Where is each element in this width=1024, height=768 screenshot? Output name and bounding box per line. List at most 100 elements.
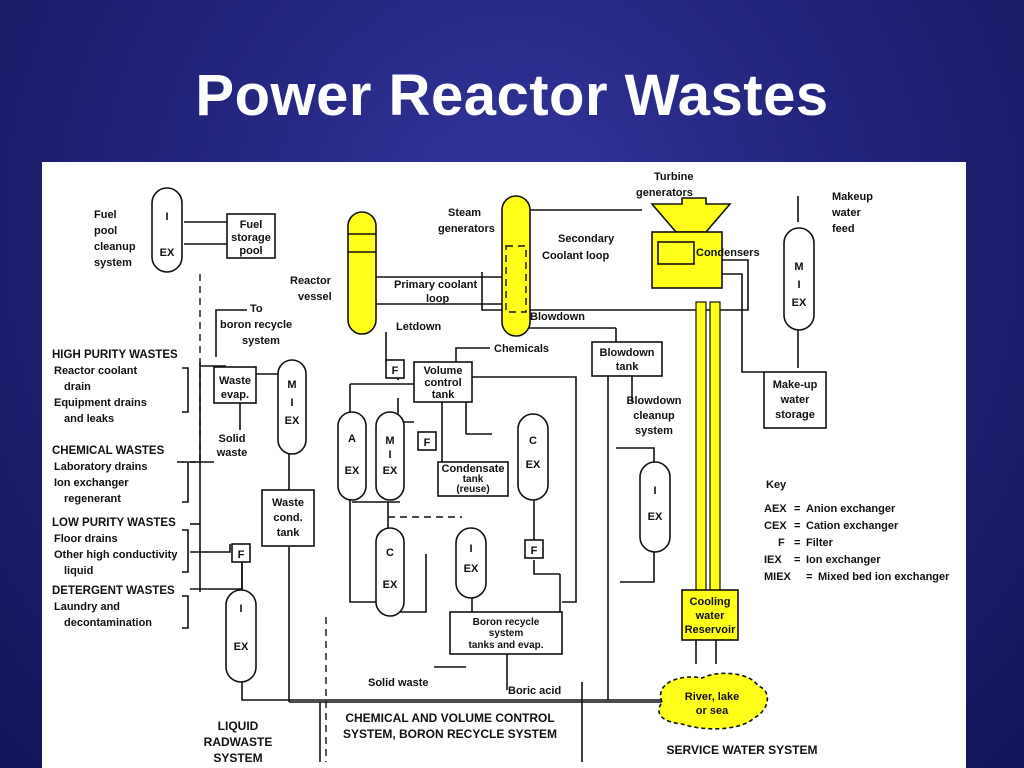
- turbine-generator: [650, 197, 732, 289]
- label-primary-loop-0: Primary coolant: [394, 279, 477, 291]
- label-waste-1-0: Laboratory drains: [54, 461, 148, 473]
- waste-cond-tank-box: [261, 489, 315, 547]
- label-boron-recycle-2: tanks and evap.: [468, 640, 543, 651]
- section-radwaste-1: RADWASTE: [204, 735, 273, 749]
- label-makeup-miex-1: I: [797, 279, 800, 291]
- label-condensate-1: tank: [463, 474, 484, 485]
- pipe-chemicals: [455, 347, 490, 367]
- label-turbine-0: Turbine: [654, 171, 694, 183]
- label-fuel-storage-2: pool: [239, 245, 262, 257]
- label-waste-1-1: Ion exchanger: [54, 477, 129, 489]
- labels-waste-sources: HIGH PURITY WASTES Reactor coolant drain…: [52, 349, 178, 629]
- cooling-pipe-left: [695, 301, 707, 593]
- label-vct-1: control: [424, 377, 461, 389]
- label-makeup-feed-1: water: [831, 207, 861, 219]
- blowdown-iex: [639, 461, 671, 553]
- label-chemicals: Chemicals: [494, 343, 549, 355]
- waste-flow-diagram: Fuel pool cleanup system I EX Fuel stora…: [52, 171, 950, 765]
- cvcs-aex: [337, 411, 367, 501]
- label-blowdown-iex-1: EX: [648, 511, 663, 523]
- label-condensers: Condensers: [696, 247, 760, 259]
- cvcs-cex-lower: [375, 527, 405, 617]
- steam-generator-body: [501, 195, 531, 337]
- cvcs-cex-right: [517, 413, 549, 501]
- label-to-boron-0: To: [250, 303, 263, 315]
- condenser-box: [657, 241, 695, 265]
- pipe-det-filter: [190, 562, 243, 590]
- label-boron-recycle-1: system: [489, 628, 524, 639]
- label-makeup-storage-1: water: [780, 394, 810, 406]
- diagram-panel: Fuel pool cleanup system I EX Fuel stora…: [42, 162, 966, 768]
- pipe-to-boron: [215, 309, 247, 357]
- key-meaning-2: Filter: [806, 537, 834, 549]
- pipe-blowdown-cleanup: [616, 374, 655, 462]
- label-waste-header-0: HIGH PURITY WASTES: [52, 349, 178, 361]
- label-steam-gen-0: Steam: [448, 207, 481, 219]
- label-steam-gen-1: generators: [438, 223, 495, 235]
- pipe-bottom-main: [241, 682, 662, 701]
- label-makeup-storage-0: Make-up: [773, 379, 818, 391]
- section-titles: LIQUID RADWASTE SYSTEM CHEMICAL AND VOLU…: [204, 711, 818, 765]
- pipe-letdown: [385, 332, 398, 363]
- fuel-pool-iex: [151, 187, 183, 273]
- label-fuel-storage-0: Fuel: [240, 219, 263, 231]
- cooling-water-pipes: [695, 301, 721, 593]
- label-filter-cvcs: F: [424, 437, 431, 449]
- labels-blowdown: Blowdown tank Blowdown cleanup system I …: [600, 347, 682, 523]
- label-cex-lower-1: EX: [383, 579, 398, 591]
- labels-cvcs: Chemicals F Volume control tank A EX M I…: [345, 343, 562, 697]
- radwaste-iex: [225, 589, 257, 683]
- label-reactor-vessel-1: vessel: [298, 291, 332, 303]
- key-abbr-2: F: [778, 537, 785, 549]
- label-cvcs-iex-0: I: [469, 543, 472, 555]
- label-blowdown-cleanup-1: cleanup: [633, 410, 675, 422]
- label-waste-0-1: drain: [64, 381, 91, 393]
- key-eq-0: =: [794, 503, 800, 515]
- label-to-boron-1: boron recycle: [220, 319, 292, 331]
- turbine-body: [650, 197, 732, 233]
- label-solid-waste-left-1: waste: [216, 447, 248, 459]
- labels-service-water: Cooling water Reservoir River, lake or s…: [685, 596, 740, 717]
- key-eq-4: =: [806, 571, 812, 583]
- exchanger-vessels: [151, 187, 815, 683]
- label-waste-2-1: Other high conductivity: [54, 549, 178, 561]
- label-fuel-iex-1: EX: [160, 247, 175, 259]
- label-waste-2-2: liquid: [64, 565, 93, 577]
- makeup-storage-box: [763, 371, 827, 429]
- label-aex-0: A: [348, 433, 356, 445]
- label-reservoir-1: water: [695, 610, 725, 622]
- label-waste-header-3: DETERGENT WASTES: [52, 585, 175, 597]
- label-filter-letdown: F: [392, 365, 399, 377]
- label-waste-cond-1: cond.: [273, 512, 302, 524]
- label-turbine-1: generators: [636, 187, 693, 199]
- slide-title: Power Reactor Wastes: [195, 63, 829, 128]
- label-reservoir-2: Reservoir: [685, 624, 736, 636]
- waste-braces: [182, 367, 189, 629]
- label-vct-0: Volume: [424, 365, 463, 377]
- key-meaning-3: Ion exchanger: [806, 554, 881, 566]
- key-eq-2: =: [794, 537, 800, 549]
- label-cex-right-0: C: [529, 435, 537, 447]
- label-vct-2: tank: [432, 389, 456, 401]
- key-legend: Key AEX = Anion exchanger CEX = Cation e…: [764, 479, 950, 583]
- label-waste-cond-0: Waste: [272, 497, 304, 509]
- label-to-boron-2: system: [242, 335, 280, 347]
- label-river-0: River, lake: [685, 691, 739, 703]
- pipe-condensate-return: [481, 259, 749, 311]
- pipe-low-filter: [190, 544, 231, 553]
- waste-evap-box: [213, 366, 257, 404]
- label-fuel-pool-0: Fuel: [94, 209, 117, 221]
- section-service-water: SERVICE WATER SYSTEM: [667, 743, 818, 757]
- brace-high: [182, 367, 189, 413]
- label-reservoir-0: Cooling: [690, 596, 731, 608]
- label-reactor-vessel-0: Reactor: [290, 275, 332, 287]
- label-filter-cex: F: [531, 545, 538, 557]
- label-makeup-feed-2: feed: [832, 223, 855, 235]
- labels-boron-arrow: To boron recycle system: [220, 303, 292, 347]
- label-makeup-feed-0: Makeup: [832, 191, 873, 203]
- key-abbr-0: AEX: [764, 503, 787, 515]
- label-waste-3-1: decontamination: [64, 617, 152, 629]
- label-cvcs-miex-0: M: [385, 435, 394, 447]
- label-makeup-storage-2: storage: [775, 409, 815, 421]
- equipment-boxes: [213, 213, 827, 655]
